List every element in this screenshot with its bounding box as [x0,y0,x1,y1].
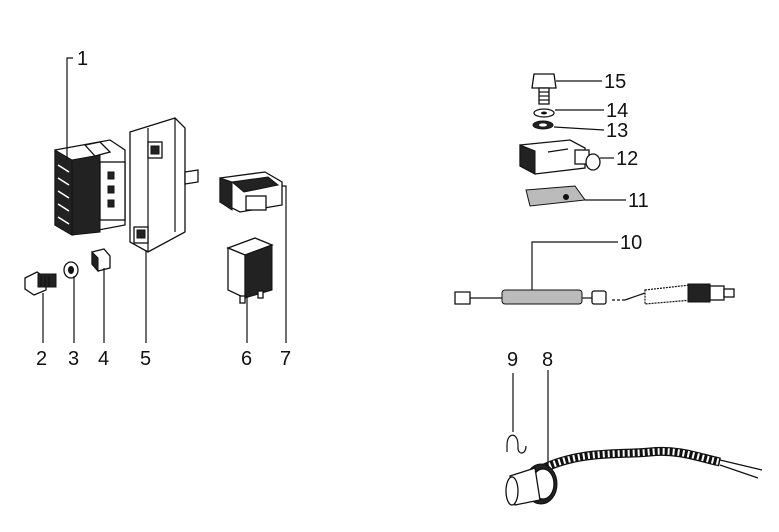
part-14-washer [533,108,555,118]
part-7-rubber-holder [219,171,283,213]
part-6-relay-unit [226,237,274,304]
callout-5: 5 [140,348,151,370]
callout-6: 6 [241,348,252,370]
callout-15: 15 [604,71,626,93]
part-10-sensor-cable [454,283,735,305]
callout-12: 12 [616,148,638,170]
callout-2: 2 [36,348,47,370]
part-15-bolt [531,73,557,105]
part-13-lock-washer [532,120,554,130]
callout-8: 8 [542,349,553,371]
part-5-mounting-bracket [129,117,199,253]
callout-14: 14 [606,100,628,122]
callout-13: 13 [606,120,628,142]
part-9-spring-clip [506,434,527,454]
leader-lines [42,57,626,468]
part-11-gasket-plate [525,185,586,207]
callout-1: 1 [77,48,88,70]
part-8-plug-with-wires [505,446,763,506]
callout-11: 11 [628,190,649,212]
callout-numbers: 1 2 3 4 5 6 7 8 9 10 11 12 13 14 15 [36,48,649,371]
part-2-bolt [24,271,57,296]
part-12-pressure-switch [519,139,601,175]
part-1-voltage-regulator [54,139,126,236]
part-3-washer [63,261,79,279]
callout-3: 3 [68,348,79,370]
part-4-clip [91,248,111,273]
callout-9: 9 [507,349,518,371]
callout-4: 4 [98,348,109,370]
callout-10: 10 [620,232,642,254]
callout-7: 7 [280,348,291,370]
